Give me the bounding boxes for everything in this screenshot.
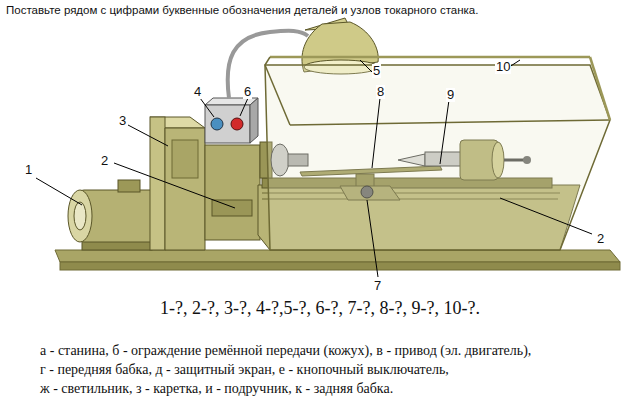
callout-number: 2 <box>596 232 605 246</box>
callout-number: 10 <box>495 60 511 74</box>
callout-number: 8 <box>376 85 385 99</box>
callout-number: 3 <box>118 114 127 128</box>
legend-text: ж - светильник, з - каретка, и - подручн… <box>40 381 393 397</box>
base <box>55 250 620 270</box>
legend-text: г - передняя бабка, д - защитный экран, … <box>40 362 449 378</box>
leader-lines <box>36 60 592 277</box>
callout-number: 2 <box>100 154 109 168</box>
answer-template: 1-?, 2-?, 3-?, 4-?,5-?, 6-?, 7-?, 8-?, 9… <box>160 298 480 319</box>
callout-number: 5 <box>372 64 381 78</box>
headstock <box>205 145 260 240</box>
instruction-title: Поставьте рядом с цифрами буквенные обоз… <box>6 4 478 16</box>
callout-number: 9 <box>446 88 455 102</box>
protective-screen <box>265 57 610 250</box>
callout-number: 6 <box>243 85 252 99</box>
callout-number: 7 <box>373 279 382 293</box>
switch-box <box>205 98 258 143</box>
callout-number: 4 <box>193 85 202 99</box>
callout-number: 1 <box>24 163 33 177</box>
belt-guard <box>150 117 205 250</box>
legend-text: а - станина, б - ограждение ремённой пер… <box>40 343 531 359</box>
